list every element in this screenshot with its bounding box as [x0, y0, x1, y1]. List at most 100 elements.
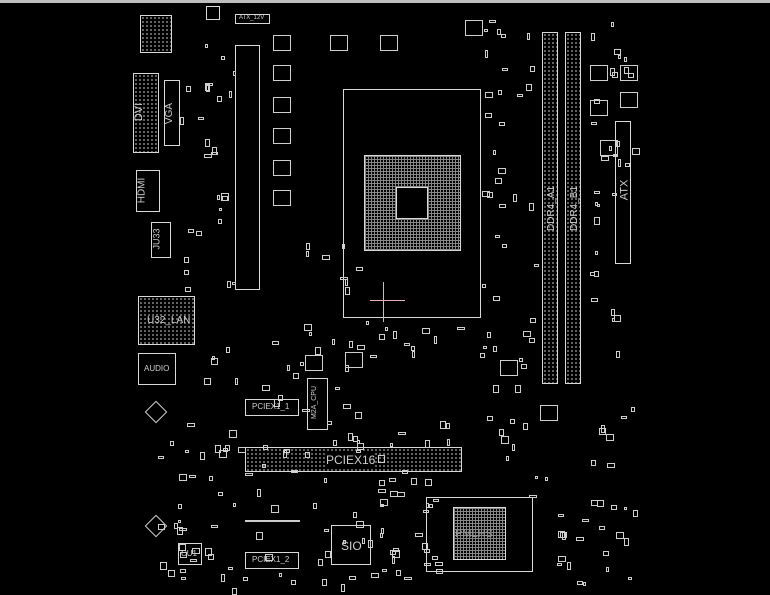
vga-connector[interactable]: VGA	[164, 80, 180, 146]
component	[620, 65, 638, 81]
atx-power-connector[interactable]: ATX	[615, 121, 631, 264]
smd-component	[237, 446, 246, 453]
silkscreen-line	[245, 520, 300, 522]
smd-component	[282, 450, 287, 459]
smd-component	[492, 296, 500, 302]
smd-component	[620, 416, 627, 420]
smd-component	[227, 281, 232, 289]
m2a-cpu-slot[interactable]: M2A_CPU	[307, 378, 328, 430]
smd-component	[379, 479, 386, 486]
smd-component	[489, 20, 497, 24]
smd-component	[447, 439, 451, 447]
smd-component	[304, 323, 313, 331]
ju33-connector[interactable]: JU33	[151, 222, 171, 258]
smd-component	[412, 350, 416, 358]
smd-component	[186, 85, 192, 92]
smd-component	[410, 345, 415, 351]
smd-component	[596, 204, 600, 208]
pch-chip[interactable]: PMLHS	[453, 507, 506, 560]
smd-component	[599, 427, 607, 435]
smd-component	[492, 150, 496, 156]
ddr4-a1-slot[interactable]: DDR4_A1	[542, 32, 558, 384]
smd-component	[590, 122, 597, 126]
cu1-chip[interactable]: CU1	[178, 543, 202, 565]
window-top-border	[0, 0, 770, 3]
smd-component	[381, 569, 387, 573]
ddr4-b1-slot[interactable]: DDR4_B1	[565, 32, 581, 384]
component	[620, 92, 638, 108]
component	[590, 65, 608, 81]
smd-component	[484, 91, 493, 98]
cu1-label: CU1	[181, 549, 198, 558]
smd-component	[501, 436, 510, 445]
hdmi-connector[interactable]: HDMI	[136, 170, 160, 212]
smd-component	[593, 99, 600, 105]
smd-component	[204, 44, 208, 49]
smd-component	[615, 350, 620, 358]
smd-component	[333, 440, 338, 447]
rear-io-header[interactable]	[140, 15, 172, 53]
smd-component	[180, 568, 187, 573]
smd-component	[291, 469, 299, 473]
smd-component	[232, 71, 236, 77]
smd-component	[392, 331, 397, 340]
sio-chip[interactable]: SIO	[331, 525, 371, 565]
smd-component	[597, 499, 605, 507]
smd-component	[188, 228, 195, 233]
lan-chip[interactable]: U32_LAN	[138, 296, 195, 345]
smd-component	[224, 445, 230, 452]
smd-component	[486, 191, 493, 198]
component	[500, 360, 518, 376]
smd-component	[287, 365, 291, 372]
smd-component	[167, 570, 175, 578]
smd-component	[184, 287, 191, 293]
smd-component	[357, 442, 365, 450]
smd-component	[601, 156, 610, 162]
pciex16-slot[interactable]: PCIEX16	[245, 447, 462, 472]
vga-label: VGA	[164, 102, 176, 125]
smd-component	[341, 584, 346, 593]
smd-component	[633, 509, 639, 517]
smd-component	[495, 234, 501, 238]
smd-component	[355, 521, 364, 529]
smd-component	[591, 298, 599, 303]
smd-component	[435, 561, 444, 566]
audio-chip[interactable]: AUDIO	[138, 353, 176, 385]
cpu-socket[interactable]	[343, 89, 481, 318]
smd-component	[613, 153, 619, 157]
smd-component	[217, 219, 222, 225]
pch-label: PMLHS	[455, 528, 493, 540]
smd-component	[397, 431, 406, 435]
smd-component	[481, 284, 486, 289]
smd-component	[414, 533, 423, 538]
smd-component	[422, 328, 431, 335]
component	[273, 65, 291, 81]
lan-label: U32_LAN	[147, 315, 191, 326]
smd-component	[188, 475, 196, 479]
smd-component	[385, 327, 389, 332]
vrm-strip[interactable]	[235, 45, 260, 290]
smd-component	[624, 57, 628, 63]
smd-component	[227, 566, 233, 570]
smd-component	[512, 193, 517, 202]
smd-component	[273, 398, 280, 407]
pch-outline[interactable]	[426, 497, 533, 572]
smd-component	[494, 178, 502, 185]
smd-component	[403, 577, 412, 581]
smd-component	[424, 479, 432, 487]
smd-component	[558, 556, 567, 563]
dvi-connector[interactable]: DVI	[133, 73, 159, 153]
smd-component	[618, 158, 622, 167]
pciex1-1-slot[interactable]: PCIEX1_1	[245, 399, 299, 416]
m2a-cpu-label: M2A_CPU	[311, 385, 319, 420]
smd-component	[179, 552, 187, 559]
smd-component	[211, 358, 219, 365]
smd-component	[557, 562, 563, 566]
pciex1-2-slot[interactable]: PCIEX1_2	[245, 552, 299, 569]
smd-component	[225, 346, 230, 353]
smd-component	[321, 578, 327, 586]
smd-component	[600, 424, 605, 433]
component	[540, 405, 558, 421]
smd-component	[526, 32, 530, 40]
atx-12v-connector[interactable]: ATX_12V	[235, 14, 270, 24]
